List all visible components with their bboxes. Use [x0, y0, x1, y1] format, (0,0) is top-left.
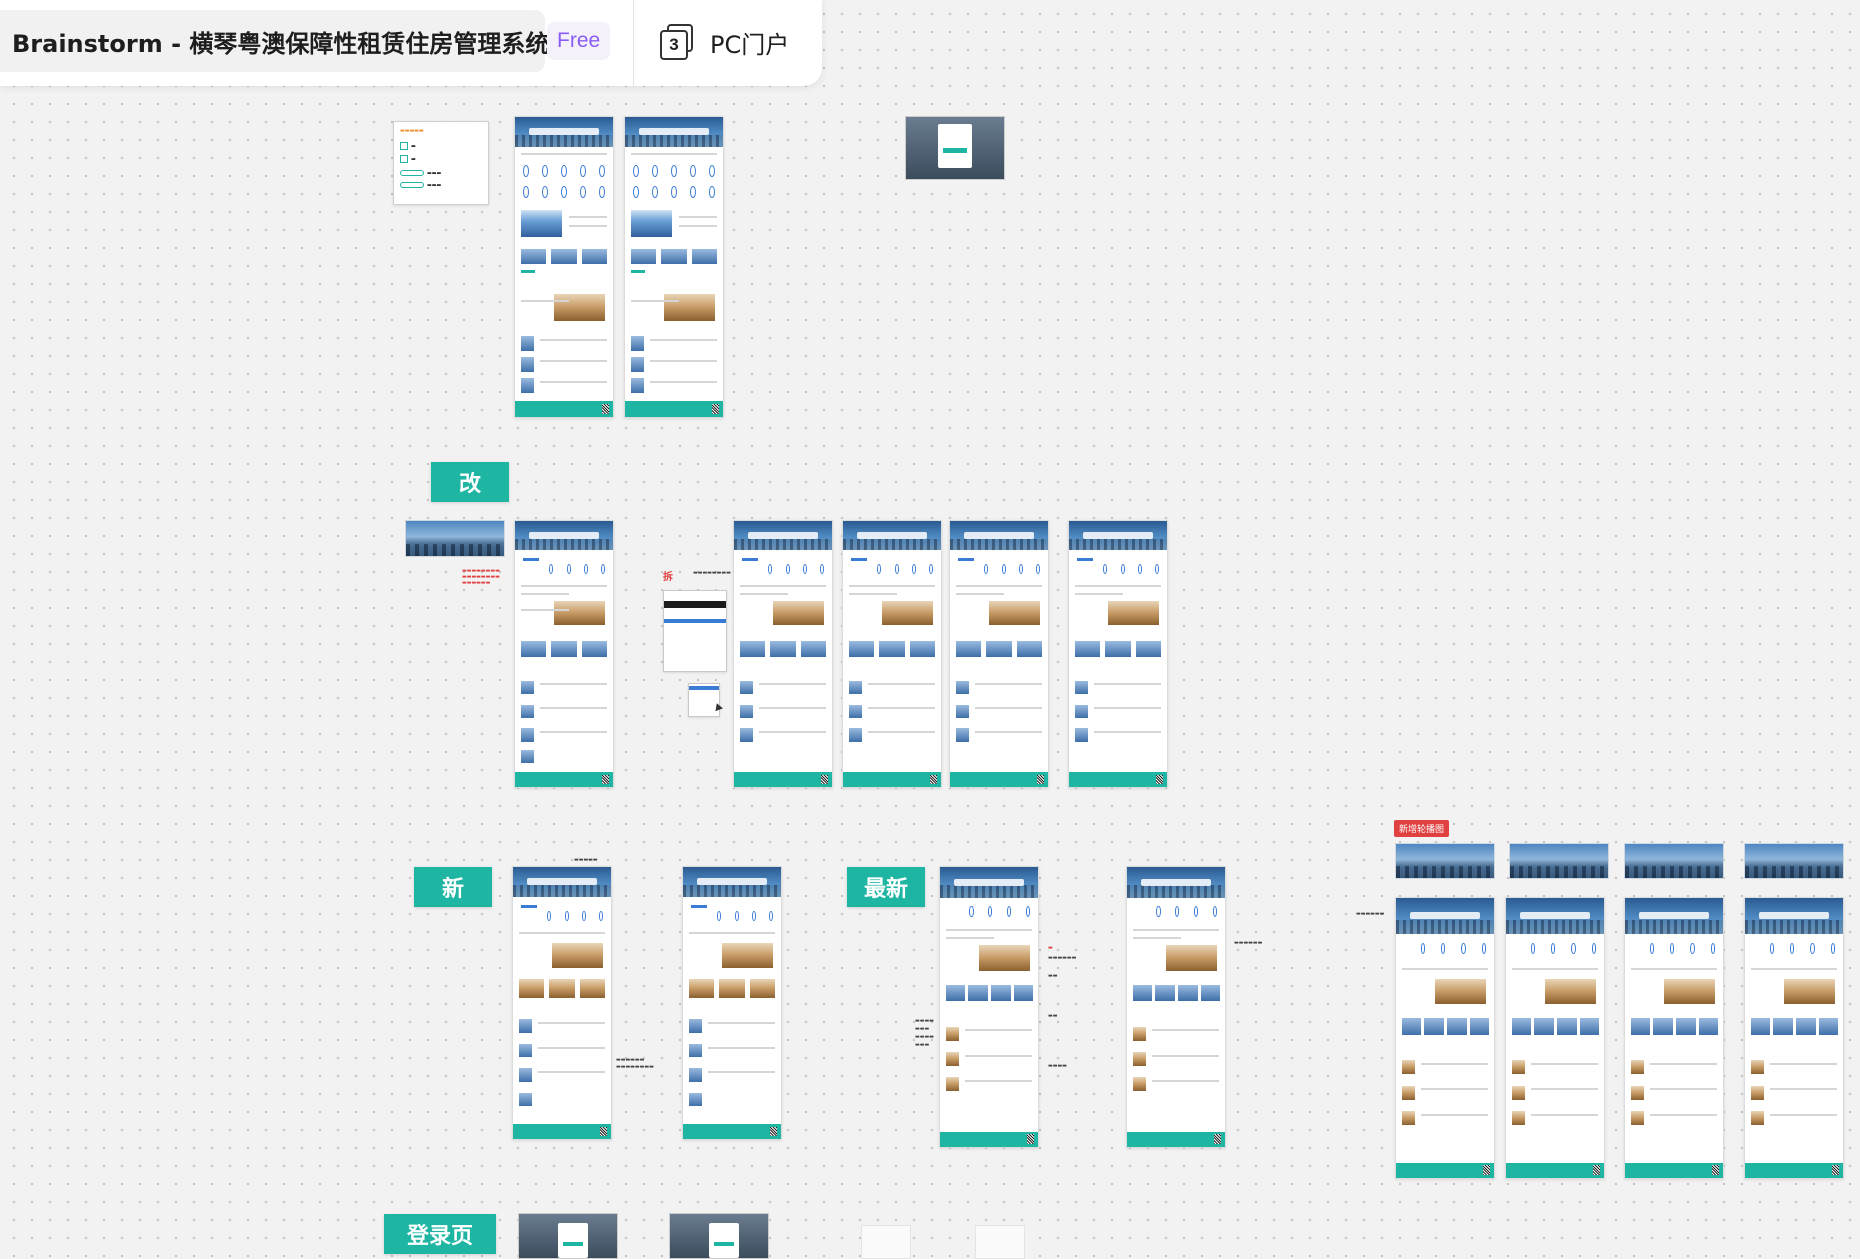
legend-card[interactable]: ▬▬▬▬▬ ▬ ▬ ▬▬▬ ▬▬▬: [393, 121, 489, 205]
annotation-note: ▬▬▬: [915, 1026, 930, 1032]
board-title-box[interactable]: Brainstorm - 横琴粤澳保障性租赁住房管理系统: [0, 10, 549, 72]
toolbar-divider: [633, 0, 634, 86]
tag-chai: 拆: [663, 572, 673, 583]
annotation-note: ▬: [1048, 945, 1053, 951]
annotation-note: ▬▬▬▬▬▬: [616, 1057, 645, 1063]
carousel-banner[interactable]: [1624, 843, 1724, 879]
pages-count: 3: [660, 30, 688, 60]
login-popup-mockup[interactable]: [905, 116, 1005, 180]
plan-badge[interactable]: Free: [547, 22, 611, 60]
page-mockup[interactable]: [1126, 866, 1226, 1148]
page-mockup[interactable]: [939, 866, 1039, 1148]
dropdown-mockup[interactable]: [663, 590, 727, 672]
carousel-banner[interactable]: [1744, 843, 1844, 879]
tag-new-carousel[interactable]: 新增轮播图: [1394, 820, 1450, 837]
board-title[interactable]: Brainstorm - 横琴粤澳保障性租赁住房管理系统: [12, 29, 550, 58]
page-mockup[interactable]: [949, 520, 1049, 788]
annotation-note: ▬▬▬▬▬▬: [1234, 940, 1263, 946]
page-mockup[interactable]: [514, 520, 614, 788]
top-bar: Brainstorm - 横琴粤澳保障性租赁住房管理系统 Free 3 PC门户: [0, 0, 822, 86]
section-label-xin[interactable]: 新: [414, 867, 492, 907]
annotation-note: ▬▬: [1048, 1013, 1058, 1019]
legend-title: ▬▬▬▬▬: [400, 128, 424, 134]
page-mockup[interactable]: [1505, 897, 1605, 1179]
carousel-banner[interactable]: [1509, 843, 1609, 879]
page-mockup[interactable]: [1068, 520, 1168, 788]
page-mockup[interactable]: [1624, 897, 1724, 1179]
pages-button[interactable]: 3 PC门户: [660, 20, 789, 64]
page-mockup[interactable]: [733, 520, 833, 788]
cursor-icon: [713, 701, 723, 712]
carousel-banner[interactable]: [1395, 843, 1495, 879]
banner-image[interactable]: [405, 520, 505, 557]
annotation-note: ▬▬▬: [915, 1042, 930, 1048]
annotation-note: ▬▬▬▬▬▬: [1356, 911, 1385, 917]
annotation-note: ▬▬▬▬▬▬: [462, 580, 491, 586]
section-label-gai[interactable]: 改: [431, 462, 509, 502]
page-mockup[interactable]: [624, 116, 724, 418]
annotation-note: ▬▬▬▬▬▬▬▬: [462, 574, 500, 580]
annotation-note: ▬▬▬▬▬▬▬▬: [462, 568, 500, 574]
current-page-label: PC门户: [710, 30, 790, 59]
annotation-note: ▬▬▬▬: [915, 1034, 934, 1040]
annotation-note: ▬▬: [1048, 973, 1058, 979]
page-mockup[interactable]: [682, 866, 782, 1140]
page-mockup[interactable]: [842, 520, 942, 788]
page-mockup[interactable]: [1744, 897, 1844, 1179]
faint-frame[interactable]: [975, 1225, 1025, 1259]
annotation-note: ▬▬▬▬▬▬▬▬: [693, 570, 731, 576]
pages-stack-icon: 3: [660, 24, 696, 60]
dropdown-mockup[interactable]: [688, 683, 720, 717]
annotation-note: ▬▬▬▬▬▬: [1048, 955, 1077, 961]
annotation-note: ▬▬▬▬▬: [574, 857, 598, 863]
login-page-mockup[interactable]: [669, 1213, 769, 1259]
annotation-note: ▬▬▬▬: [915, 1018, 934, 1024]
section-label-zuixin[interactable]: 最新: [847, 867, 925, 907]
login-page-mockup[interactable]: [518, 1213, 618, 1259]
page-mockup[interactable]: [512, 866, 612, 1140]
page-mockup[interactable]: [1395, 897, 1495, 1179]
annotation-note: ▬▬▬▬▬▬▬▬: [616, 1064, 654, 1070]
section-label-login[interactable]: 登录页: [384, 1214, 496, 1254]
page-mockup[interactable]: [514, 116, 614, 418]
annotation-note: ▬▬▬▬: [1048, 1063, 1067, 1069]
faint-frame[interactable]: [861, 1225, 911, 1259]
